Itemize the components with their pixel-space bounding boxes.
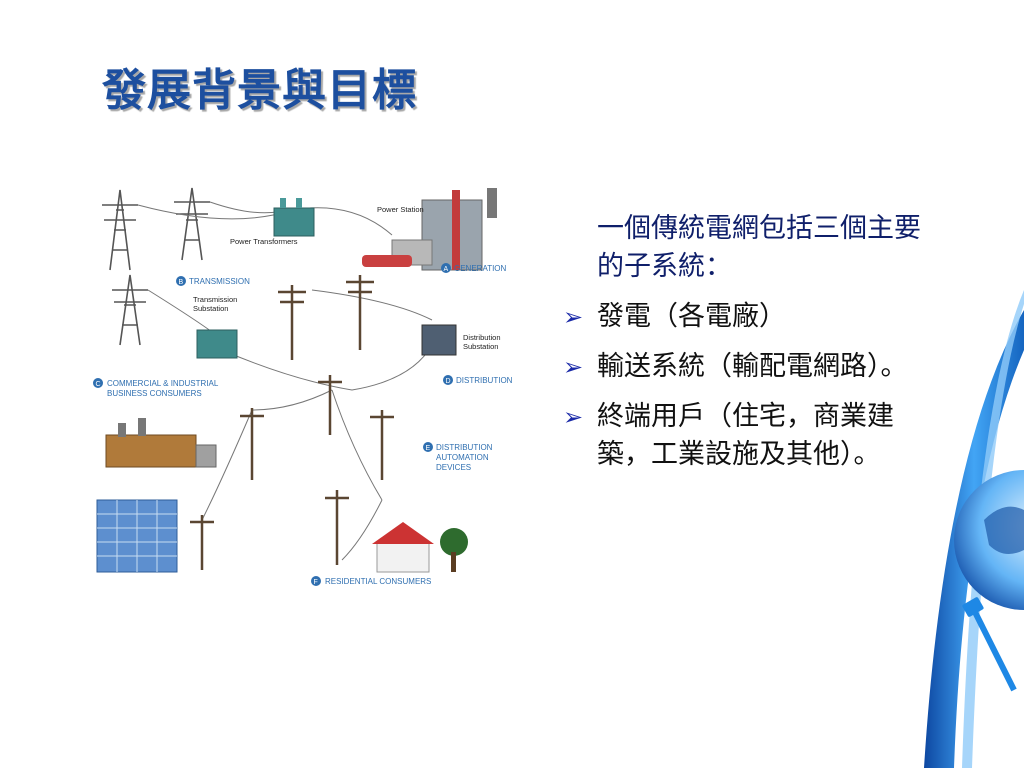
bullet-text: 終端用戶（住宅，商業建築，工業設施及其他）。 bbox=[597, 401, 894, 470]
label-commercial-1: COMMERCIAL & INDUSTRIAL bbox=[107, 379, 219, 388]
bullet-list: 一個傳統電網包括三個主要的子系統： ➢ 發電（各電廠） ➢ 輸送系統（輸配電網路… bbox=[563, 210, 943, 474]
label-transmission-substation-2: Substation bbox=[193, 304, 228, 313]
slide-title: 發展背景與目標 bbox=[102, 65, 417, 116]
label-distribution-substation-1: Distribution bbox=[463, 333, 501, 342]
office-building-icon bbox=[96, 499, 178, 573]
bullet-text: 發電（各電廠） bbox=[597, 301, 786, 332]
bullet-item: ➢ 發電（各電廠） bbox=[563, 298, 943, 336]
transmission-tower-icon bbox=[102, 187, 210, 346]
badge-f: F bbox=[314, 579, 318, 586]
bullet-item: ➢ 輸送系統（輸配電網路）。 bbox=[563, 348, 943, 386]
decorative-globe-swoosh bbox=[924, 290, 1024, 768]
power-grid-diagram: Power Station Power Transformers Transmi… bbox=[93, 187, 513, 586]
badge-c: C bbox=[96, 381, 101, 388]
label-commercial-2: BUSINESS CONSUMERS bbox=[107, 389, 202, 398]
label-automation-1: DISTRIBUTION bbox=[436, 443, 493, 452]
lead-paragraph: 一個傳統電網包括三個主要的子系統： bbox=[563, 210, 943, 286]
lead-text: 一個傳統電網包括三個主要的子系統： bbox=[597, 213, 921, 282]
badge-b: B bbox=[179, 279, 184, 286]
arrow-bullet-icon: ➢ bbox=[563, 353, 584, 381]
label-automation-3: DEVICES bbox=[436, 463, 471, 472]
label-automation-2: AUTOMATION bbox=[436, 453, 489, 462]
power-station-icon bbox=[362, 188, 497, 271]
badge-e: E bbox=[426, 445, 431, 452]
factory-icon bbox=[105, 418, 217, 468]
label-power-station: Power Station bbox=[377, 205, 424, 214]
label-residential: RESIDENTIAL CONSUMERS bbox=[325, 577, 431, 586]
label-distribution: DISTRIBUTION bbox=[456, 376, 513, 385]
arrow-bullet-icon: ➢ bbox=[563, 303, 584, 331]
label-transmission: TRANSMISSION bbox=[189, 277, 250, 286]
transmission-substation-icon bbox=[196, 329, 238, 359]
label-power-transformers: Power Transformers bbox=[230, 237, 298, 246]
label-generation: GENERATION bbox=[454, 264, 507, 273]
bullet-text: 輸送系統（輸配電網路）。 bbox=[597, 351, 908, 382]
distribution-substation-icon bbox=[421, 324, 457, 356]
badge-a: A bbox=[444, 266, 449, 273]
network-cable-icon bbox=[971, 608, 1017, 692]
bullet-item: ➢ 終端用戶（住宅，商業建築，工業設施及其他）。 bbox=[563, 398, 943, 474]
power-transformer-icon bbox=[273, 198, 315, 237]
label-distribution-substation-2: Substation bbox=[463, 342, 498, 351]
arrow-bullet-icon: ➢ bbox=[563, 403, 584, 431]
label-transmission-substation-1: Transmission bbox=[193, 295, 237, 304]
house-icon bbox=[372, 522, 468, 573]
badge-d: D bbox=[446, 378, 451, 385]
utility-pole-icon bbox=[190, 275, 394, 570]
